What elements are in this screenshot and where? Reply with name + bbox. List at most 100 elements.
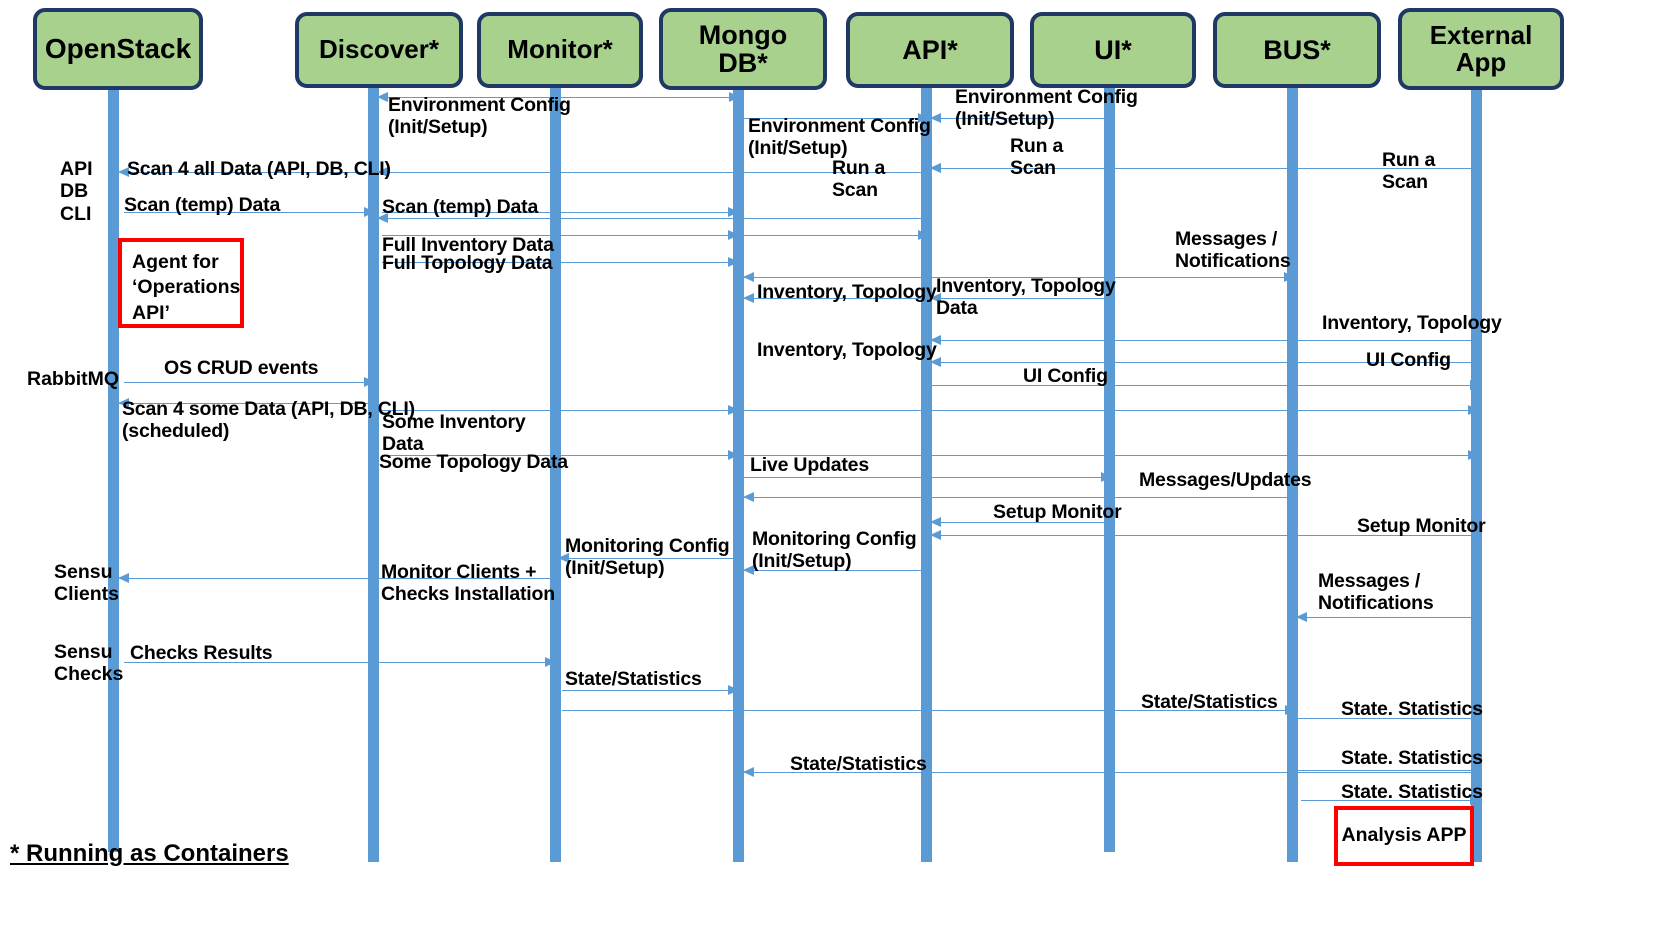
lifeline-discover [368,88,379,862]
lifeline-mongodb [733,88,744,862]
arrow-head-icon [377,167,388,177]
message-label-ui-config-ui-to-extapp: UI Config [1023,365,1108,387]
message-label-state-stats-monitor-to-mongo: State/Statistics [565,668,702,690]
arrow-shaft [931,298,1111,299]
arrow-head-icon [728,207,739,217]
arrow-head-icon [1101,472,1112,482]
arrow-head-icon [1470,380,1481,390]
arrow-head-icon [1468,450,1479,460]
arrow-head-icon [364,207,375,217]
actor-label-ui: UI* [1094,34,1132,65]
message-label-full-topology-discover-to-mongo: Full Topology Data [382,252,553,274]
arrow-shaft [382,212,738,213]
message-label-state-stats-bus-to-extapp-2: State. Statistics [1341,747,1483,769]
arrow-shaft [382,235,738,236]
arrow-head-icon [728,685,739,695]
arrow-shaft [742,235,928,236]
message-label-scan4all-discover-to-openstack: Scan 4 all Data (API, DB, CLI) [127,158,391,180]
arrow-head-icon [558,553,569,563]
arrow-head-icon [1470,795,1481,805]
arrow-shaft [744,118,928,119]
arrow-head-icon [118,398,129,408]
arrow-head-icon [728,450,739,460]
message-label-env-config-mongo-label: Environment Config(Init/Setup) [748,115,931,159]
arrow-shaft [119,403,375,404]
note-agent-operations-api: Agent for‘Operations API’ [118,238,244,328]
arrow-shaft [931,522,1111,523]
arrow-shaft [1297,617,1480,618]
actor-box-api[interactable]: API* [846,12,1014,88]
arrow-head-icon [930,517,941,527]
arrow-shaft [124,382,374,383]
message-label-state-stats-bus-to-extapp: State. Statistics [1341,698,1483,720]
message-label-checks-results-openstack: Checks Results [130,642,273,664]
arrow-shaft [382,410,738,411]
actor-label-monitor: Monitor* [507,34,613,65]
arrow-head-icon [743,565,754,575]
arrow-head-icon [743,272,754,282]
arrow-shaft [382,262,738,263]
arrow-head-icon [930,113,941,123]
arrow-shaft [931,340,1480,341]
arrow-head-icon [118,573,129,583]
arrow-shaft [124,662,555,663]
arrow-head-icon [377,92,388,102]
message-label-state-stats-monitor-to-bus: State/Statistics [1141,691,1278,713]
message-label-state-stats-extapp-final: State. Statistics [1341,781,1483,803]
note-analysis-app: Analysis APP [1334,806,1474,866]
arrow-shaft [742,455,1478,456]
arrow-shaft [931,385,1480,386]
message-label-scan4some-discover-to-openstack: Scan 4 some Data (API, DB, CLI)(schedule… [122,398,415,442]
actor-label-api: API* [902,34,958,65]
message-label-inv-topo-bus-to-api: Inventory, Topology [1322,312,1502,334]
arrow-head-icon [545,657,556,667]
arrow-shaft [926,277,1294,278]
arrow-shaft [124,212,374,213]
arrow-shaft [119,578,556,579]
arrow-shaft [931,168,1480,169]
message-label-setup-monitor-extapp: Setup Monitor [1357,515,1486,537]
arrow-shaft [931,535,1480,536]
actor-box-discover[interactable]: Discover* [295,12,463,88]
arrow-shaft [744,298,928,299]
arrow-shaft [744,772,1478,773]
arrow-shaft [378,172,928,173]
arrow-head-icon [743,293,754,303]
lifeline-monitor [550,88,561,862]
actor-label-bus: BUS* [1263,34,1331,65]
actor-box-openstack[interactable]: OpenStack [33,8,203,90]
actor-box-bus[interactable]: BUS* [1213,12,1381,88]
note-text-line: Agent for [132,251,219,273]
message-label-os-crud-openstack-to-discover: OS CRUD events [164,357,319,379]
arrow-shaft [378,97,560,98]
arrow-shaft [559,558,739,559]
message-label-setup-monitor-api-to-ui: Setup Monitor [993,501,1122,523]
message-label-ui-config-api-to-ui: UI Config [1366,349,1451,371]
arrow-head-icon [918,230,929,240]
arrow-head-icon [930,293,941,303]
arrow-head-icon [930,163,941,173]
arrow-head-icon [1296,612,1307,622]
actor-label-discover: Discover* [319,34,439,65]
actor-box-ui[interactable]: UI* [1030,12,1196,88]
actor-label-openstack: OpenStack [44,33,192,65]
actor-box-monitor[interactable]: Monitor* [477,12,643,88]
message-label-messages-notifications-bus: Messages /Notifications [1175,228,1291,272]
arrow-head-icon [729,92,740,102]
arrow-head-icon [728,257,739,267]
arrow-head-icon [1285,705,1296,715]
message-label-monitor-clients-to-openstack: Monitor Clients +Checks Installation [381,561,555,605]
note-text-line: API’ [132,301,170,324]
arrow-head-icon [930,357,941,367]
message-label-env-config-monitor-to-discover: Environment Config(Init/Setup) [388,94,571,138]
footer-note: * Running as Containers [10,840,289,867]
